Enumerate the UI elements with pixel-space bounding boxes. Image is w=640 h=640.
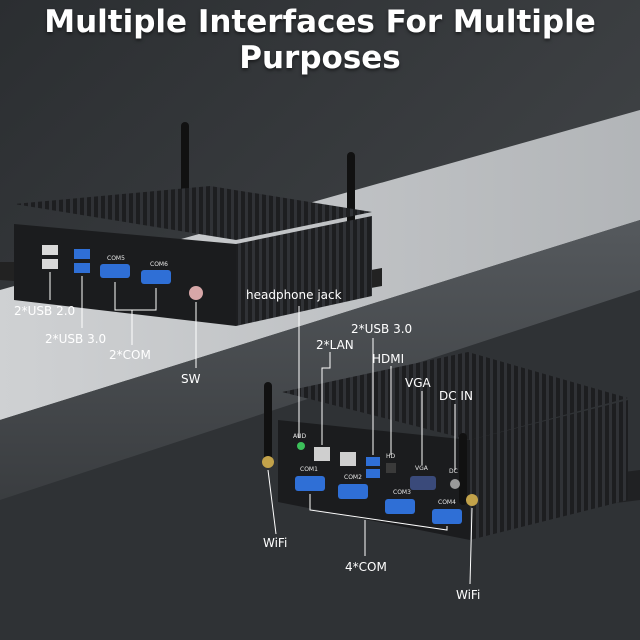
audio-jack-icon xyxy=(297,442,305,450)
callout-headphone-jack: headphone jack xyxy=(246,288,342,302)
power-button-icon xyxy=(189,286,203,300)
lan-port-1 xyxy=(314,447,330,461)
top-com6-label: COM6 xyxy=(150,261,168,268)
bottom-usb3-port-2 xyxy=(366,469,380,478)
leader-wifi-left xyxy=(267,469,277,535)
callout-wifi-left: WiFi xyxy=(263,536,288,550)
dc-in-port xyxy=(450,479,460,489)
hdmi-port xyxy=(386,463,396,473)
aud-port-label: AUD xyxy=(293,433,306,440)
leader-wifi-right xyxy=(469,507,473,585)
leader-com-top xyxy=(114,282,157,311)
top-mini-pc: COM5 COM6 xyxy=(0,122,382,368)
callout-vga: VGA xyxy=(405,376,431,390)
com2-port-label: COM2 xyxy=(344,474,362,481)
callout-lan: 2*LAN xyxy=(316,338,354,352)
bottom-antenna-left-base xyxy=(262,456,274,468)
top-usb3-port-2 xyxy=(74,263,90,273)
top-com5-port xyxy=(100,264,130,278)
bottom-heatsink-fins xyxy=(282,352,628,440)
callout-wifi-right: WiFi xyxy=(456,588,481,602)
callout-bottom-com: 4*COM xyxy=(345,560,387,574)
bottom-antenna-left xyxy=(264,382,272,464)
top-usb2-port-1 xyxy=(42,245,58,255)
top-com6-port xyxy=(141,270,171,284)
dc-port-label: DC xyxy=(449,468,458,475)
callout-top-usb2: 2*USB 2.0 xyxy=(14,304,76,318)
bottom-antenna-right xyxy=(459,433,467,505)
top-side-fins xyxy=(236,216,372,326)
lan-port-2 xyxy=(340,452,356,466)
headline-line-1: Multiple Interfaces For Multiple xyxy=(44,4,596,40)
bottom-usb3-port-1 xyxy=(366,457,380,466)
bottom-antenna-right-base xyxy=(466,494,478,506)
vga-port-label: VGA xyxy=(415,465,429,472)
callout-sw: SW xyxy=(181,372,201,386)
bottom-mini-pc: AUD HD VGA DC COM1 COM2 COM3 COM4 xyxy=(262,306,640,585)
hd-port-label: HD xyxy=(386,453,396,460)
shelf-front-face xyxy=(0,220,640,500)
top-usb3-port-1 xyxy=(74,249,90,259)
headline-line-2: Purposes xyxy=(239,40,401,76)
callout-top-usb3: 2*USB 3.0 xyxy=(45,332,107,346)
top-usb2-port-2 xyxy=(42,259,58,269)
com1-port-label: COM1 xyxy=(300,466,318,473)
com4-port-label: COM4 xyxy=(438,499,456,506)
bottom-side-fins xyxy=(470,400,628,540)
vga-port xyxy=(410,476,436,490)
callout-dc-in: DC IN xyxy=(439,389,473,403)
leader-lan xyxy=(321,352,331,445)
com4-port xyxy=(432,509,462,524)
com3-port-label: COM3 xyxy=(393,489,411,496)
com1-port xyxy=(295,476,325,491)
top-heatsink-fins xyxy=(14,186,372,240)
callout-hdmi: HDMI xyxy=(372,352,405,366)
leader-com-bottom xyxy=(309,494,448,531)
callout-top-com: 2*COM xyxy=(109,348,151,362)
com3-port xyxy=(385,499,415,514)
com2-port xyxy=(338,484,368,499)
callout-bottom-usb3: 2*USB 3.0 xyxy=(351,322,413,336)
top-com5-label: COM5 xyxy=(107,255,125,262)
